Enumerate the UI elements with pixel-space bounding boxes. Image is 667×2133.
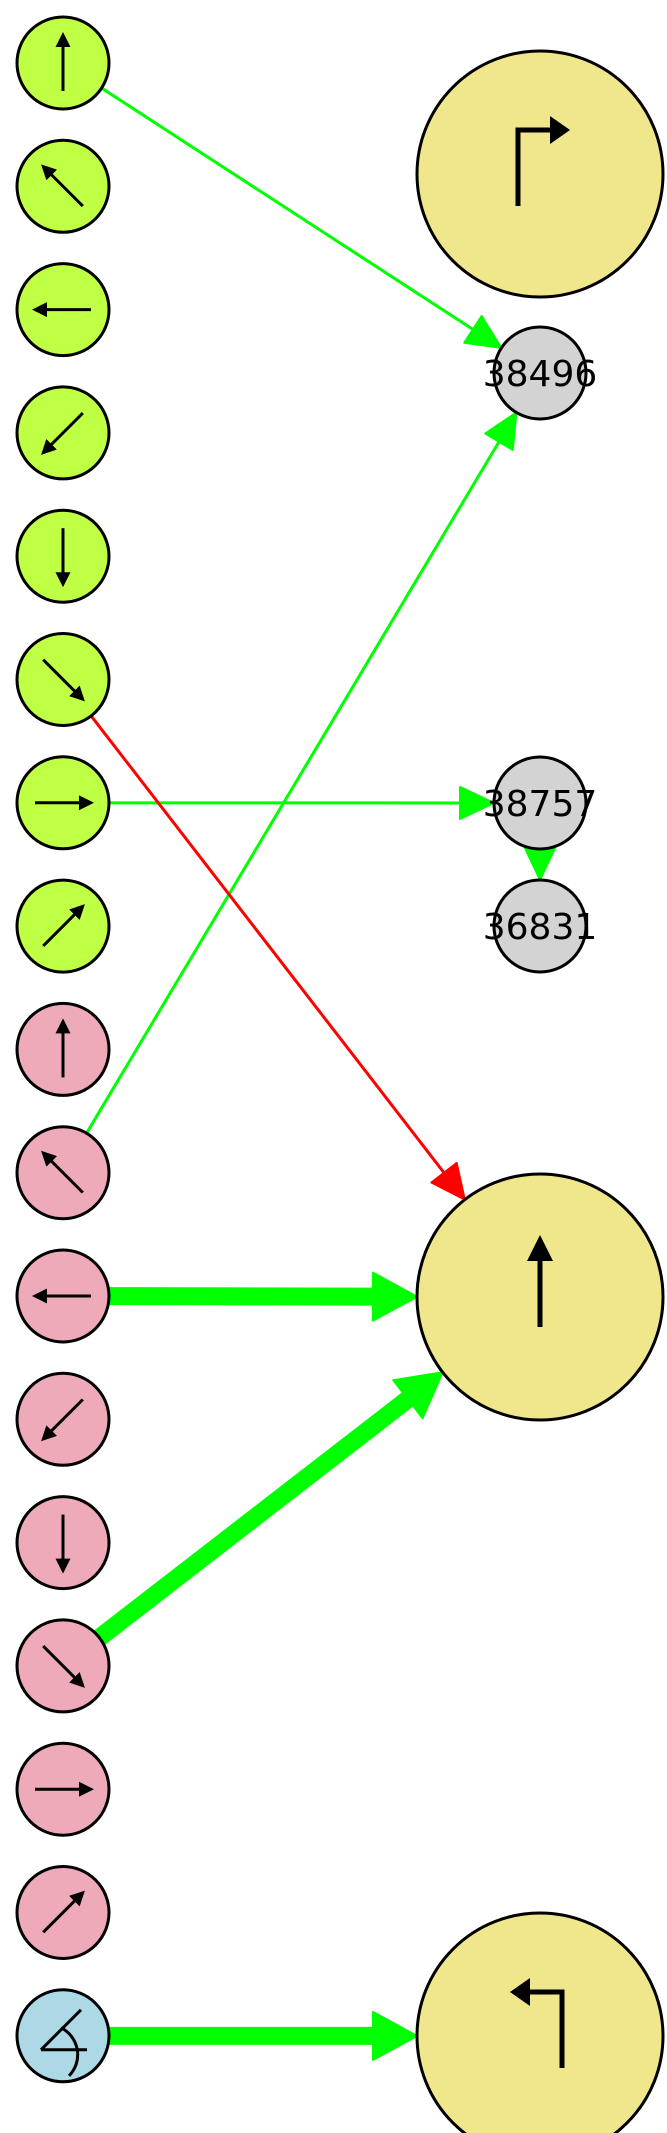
arrow-down-left-icon [41,412,84,455]
node-n36831: 36831 [483,878,598,974]
node-p-downleft [15,1371,111,1467]
node-p-downright [15,1618,111,1714]
node-circle [492,878,588,974]
node-y-turnright [415,49,665,299]
arrow-down-right-icon [42,1645,85,1688]
node-p-up [15,1001,111,1097]
node-label: 38757 [483,784,598,825]
node-g-right [15,755,111,851]
arrow-down-left-icon [41,1398,84,1442]
turn-left-icon [510,1978,565,2068]
node-p-down [15,1495,111,1591]
turn-right-icon [515,116,570,206]
node-b-angle [15,1988,111,2084]
edge-p-left-to-y-straight [108,1271,418,1322]
node-label: 36831 [483,907,598,948]
edge-n38757-to-n36831 [523,845,557,881]
node-circle [15,1988,111,2084]
straight-up-icon [527,1235,553,1327]
edge-arrowhead [371,1271,418,1322]
node-n38757: 38757 [483,755,598,851]
edges-layer [85,86,557,2061]
node-p-left [15,1248,111,1344]
edge-g-up-to-n38496 [100,86,503,349]
node-g-left [15,262,111,358]
node-g-upright [15,878,111,974]
edge-arrowhead [463,314,503,349]
arrow-up-right-icon [42,904,85,947]
node-circle [415,1911,665,2133]
edge-arrowhead [430,1161,466,1201]
edge-g-right-to-n38757 [108,785,495,820]
edge-b-angle-to-y-turnleft [108,2010,418,2061]
edge-arrowhead [392,1371,444,1420]
node-g-up [15,15,111,111]
edge-arrowhead [371,2010,418,2061]
node-g-downleft [15,385,111,481]
arrow-up-left-icon [41,164,84,208]
node-p-upleft [15,1125,111,1221]
edge-arrowhead [458,785,495,820]
node-y-turnleft [415,1911,665,2133]
node-label: 38496 [483,354,598,395]
nodes-layer: 38496 38757 36831 [15,15,665,2133]
node-y-straight [415,1172,665,1422]
angle-icon [39,2008,87,2077]
node-circle [415,49,665,299]
node-g-downright [15,632,111,727]
edge-p-downright-to-y-straight [93,1371,444,1645]
node-g-down [15,508,111,604]
edge-arrowhead [484,411,518,451]
node-n38496: 38496 [483,325,598,421]
arrow-up-right-icon [42,1890,85,1934]
node-circle [492,325,588,421]
node-p-upright [15,1865,111,1960]
arrow-down-right-icon [42,658,85,702]
node-g-upleft [15,138,111,234]
arrow-up-left-icon [41,1150,84,1194]
node-circle [492,755,588,851]
edge-arrowhead [523,845,557,881]
node-p-right [15,1741,111,1837]
edge-p-upleft-to-n38496 [85,411,518,1134]
edge-g-downright-to-y-straight [89,714,466,1201]
